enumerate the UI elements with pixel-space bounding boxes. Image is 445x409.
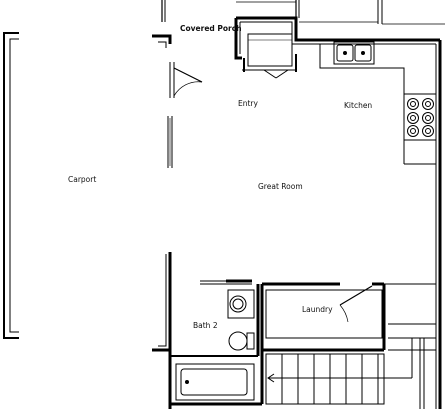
kitchen-range [403,93,437,141]
kitchen-sink [333,41,375,65]
bath2-tub [175,363,255,401]
entry-closet [242,33,297,79]
label-kitchen: Kitchen [344,101,372,110]
entry-door-side [167,116,173,168]
exterior-walls [152,16,442,409]
label-covered-porch: Covered Porch [180,24,242,33]
label-great-room: Great Room [258,182,303,191]
bath2-toilet [228,331,255,351]
laundry-door [339,285,373,323]
bath2-sink [227,289,255,319]
porch-posts [161,0,445,25]
landing-lines [384,283,436,409]
entry-door-upper [169,62,203,98]
stairs [265,338,413,405]
label-entry: Entry [238,99,259,108]
label-laundry: Laundry [302,305,333,314]
label-bath-2: Bath 2 [193,321,218,330]
label-carport: Carport [68,175,96,184]
bath2-walls [170,279,260,357]
carport-outline [3,32,19,339]
laundry-walls [260,282,386,404]
